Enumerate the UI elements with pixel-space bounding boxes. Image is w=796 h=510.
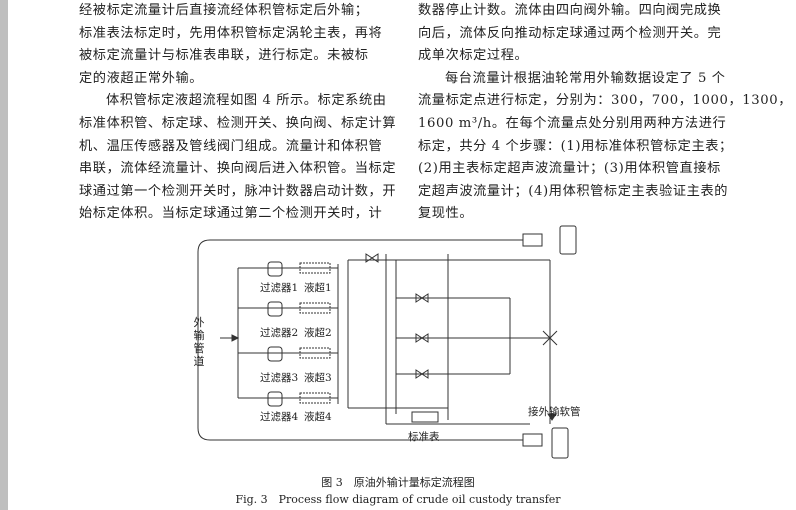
text-line: 定超声波流量计；(4)用体积管标定主表验证主表的 (418, 183, 729, 199)
standard-meter-body (411, 411, 439, 423)
bottom-flange (551, 427, 569, 459)
standard-meter-label: 标准表 (408, 431, 440, 443)
text-line: 经被标定流量计后直接流经体积管标定后外输； (79, 3, 369, 18)
text-column-left: 经被标定流量计后直接流经体积管标定后外输； 标准表法标定时，先用体积管标定涡轮主… (79, 0, 397, 226)
text-line: 1600 m³/h。在每个流量点处分别用两种方法进行 (418, 115, 727, 131)
text-line: 球通过第一个检测开关时，脉冲计数器启动计数，开 (79, 183, 397, 199)
valve (415, 369, 429, 379)
process-flow-diagram: 外 输 管 道 过滤器1 过滤器2 过滤器3 过滤器4 液超1 液超2 液超3 … (190, 224, 600, 464)
figure-caption-zh: 图 3 原油外输计量标定流程图 (321, 476, 475, 489)
text-line: 机、温压传感器及管线阀门组成。流量计和体积管 (79, 138, 383, 154)
text-line: 标定，共分 4 个步骤：(1)用标准体积管标定主表； (418, 138, 733, 154)
page-edge-bar (0, 0, 8, 510)
text-line: 体积管标定液超流程如图 4 所示。标定系统由 (106, 93, 387, 109)
filter-body (267, 261, 283, 277)
filter-label: 过滤器3 (260, 372, 299, 384)
inlet-label-char: 管 (193, 342, 205, 355)
flowmeter-body (299, 392, 331, 404)
meter-label: 液超1 (304, 282, 332, 294)
filter-body (267, 391, 283, 407)
text-line: 始标定体积。当标定球通过第二个检测开关时，计 (79, 206, 383, 222)
text-line: 标准表法标定时，先用体积管标定涡轮主表，再将 (79, 25, 383, 41)
text-line: 流量标定点进行标定，分别为：300，700，1000，1300， (418, 93, 793, 109)
top-flange (559, 225, 577, 255)
inlet-arrowhead (231, 334, 240, 342)
filter-body (267, 301, 283, 317)
figure-caption-en: Fig. 3 Process flow diagram of crude oil… (235, 493, 561, 506)
outlet-label: 接外输软管 (528, 406, 581, 418)
filter-label: 过滤器4 (260, 411, 299, 423)
filter-label: 过滤器2 (260, 327, 299, 339)
top-fitting (522, 233, 543, 247)
valve (415, 333, 429, 343)
text-column-right: 数器停止计数。流体由四向阀外输。四向阀完成换 向后，流体反向推动标定球通过两个检… (418, 0, 793, 226)
inlet-label: 外 输 管 道 (192, 316, 206, 368)
text-line: 串联，流体经流量计、换向阀后进入体积管。当标定 (79, 161, 397, 177)
text-line: 数器停止计数。流体由四向阀外输。四向阀完成换 (418, 3, 722, 18)
text-line: 成单次标定过程。 (418, 48, 529, 64)
text-line: 每台流量计根据油轮常用外输数据设定了 5 个 (445, 70, 726, 86)
text-line: 向后，流体反向推动标定球通过两个检测开关。完 (418, 25, 722, 41)
flowmeter-body (299, 262, 331, 274)
text-line: 复现性。 (418, 206, 474, 222)
outlet-arrowhead (547, 413, 557, 421)
meter-label: 液超2 (304, 327, 332, 339)
text-line: (2)用主表标定超声波流量计；(3)用体积管直接标 (418, 161, 721, 177)
valve-cross (542, 330, 558, 346)
text-line: 被标定流量计与标准表串联，进行标定。未被标 (79, 48, 369, 64)
text-line: 标准体积管、标定球、检测开关、换向阀、标定计算 (79, 115, 397, 131)
bottom-fitting (522, 433, 543, 447)
flowmeter-body (299, 302, 331, 314)
valve (365, 253, 379, 263)
meter-label: 液超4 (304, 411, 332, 423)
inlet-label-char: 外 (193, 316, 205, 329)
flowmeter-body (299, 347, 331, 359)
filter-body (267, 346, 283, 362)
filter-label: 过滤器1 (260, 282, 299, 294)
inlet-label-char: 道 (193, 355, 205, 368)
meter-label: 液超3 (304, 372, 332, 384)
inlet-label-char: 输 (193, 329, 205, 342)
text-line: 定的液超正常外输。 (79, 70, 204, 86)
flow-diagram-svg (197, 225, 577, 459)
valve (415, 293, 429, 303)
outer-loop-pipe (197, 239, 523, 441)
